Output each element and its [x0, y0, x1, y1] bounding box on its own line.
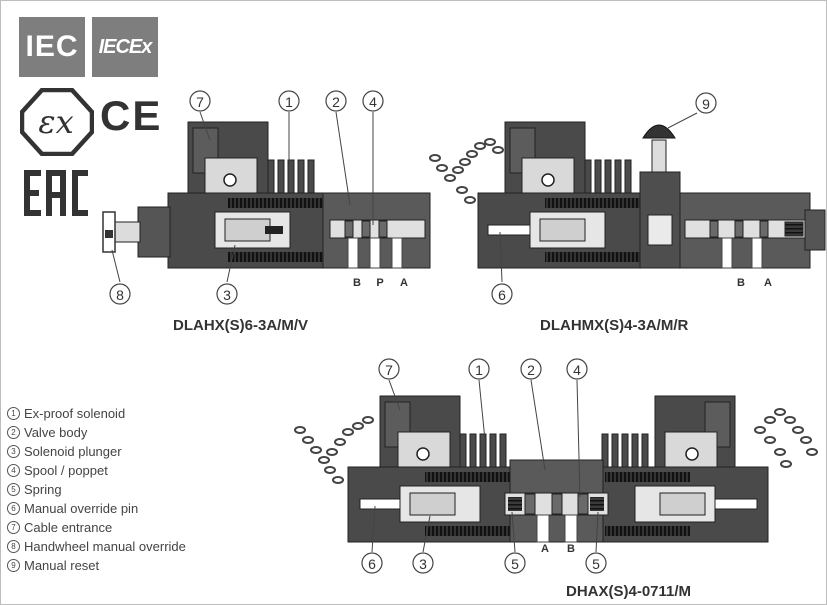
svg-text:1: 1	[285, 94, 293, 110]
legend-number: 6	[7, 502, 20, 515]
callout-2-valve-3: 2	[520, 358, 542, 380]
legend-item: 7 Cable entrance	[7, 518, 186, 537]
iecex-logo: IECEx	[92, 17, 158, 77]
callout-5-valve-3-right: 5	[585, 552, 607, 574]
iec-logo-text: IEC	[25, 30, 79, 63]
legend-item: 4 Spool / poppet	[7, 461, 186, 480]
legend-label: Manual reset	[24, 558, 100, 573]
eac-logo	[24, 170, 88, 216]
port-b-valve-1: B	[353, 277, 361, 289]
callout-3-valve-3: 3	[412, 552, 434, 574]
valve-2-title: DLAHMX(S)4-3A/M/R	[540, 317, 689, 334]
legend-item: 6 Manual override pin	[7, 499, 186, 518]
svg-text:εx: εx	[38, 103, 73, 141]
legend-number: 3	[7, 445, 20, 458]
callout-3-valve-1: 3	[216, 283, 238, 305]
legend-item: 1 Ex-proof solenoid	[7, 404, 186, 423]
callout-7-valve-1: 7	[189, 90, 211, 112]
callout-5-valve-3-left: 5	[504, 552, 526, 574]
callout-9-valve-2: 9	[695, 92, 717, 114]
valve-2-diagram	[429, 121, 826, 269]
svg-text:3: 3	[419, 556, 427, 572]
legend-label: Solenoid plunger	[24, 444, 122, 459]
svg-text:4: 4	[573, 362, 581, 378]
legend-number: 5	[7, 483, 20, 496]
svg-text:2: 2	[332, 94, 340, 110]
callout-8-valve-1: 8	[109, 283, 131, 305]
svg-text:5: 5	[511, 556, 519, 572]
svg-text:8: 8	[116, 287, 124, 303]
legend-number: 2	[7, 426, 20, 439]
callout-4-valve-3: 4	[566, 358, 588, 380]
legend-label: Spring	[24, 482, 62, 497]
legend-label: Spool / poppet	[24, 463, 108, 478]
legend-label: Valve body	[24, 425, 88, 440]
valve-3-right-chain	[754, 408, 818, 468]
callout-7-valve-3: 7	[378, 358, 400, 380]
svg-text:6: 6	[368, 556, 376, 572]
svg-text:5: 5	[592, 556, 600, 572]
svg-text:2: 2	[527, 362, 535, 378]
svg-text:4: 4	[369, 94, 377, 110]
ce-logo-text: CE	[100, 92, 163, 139]
svg-text:1: 1	[475, 362, 483, 378]
atex-ex-logo: εx	[20, 88, 94, 156]
parts-legend: 1 Ex-proof solenoid 2 Valve body 3 Solenoid…	[7, 404, 186, 575]
legend-item: 5 Spring	[7, 480, 186, 499]
port-b-valve-2: B	[737, 277, 745, 289]
callout-6-valve-2: 6	[491, 283, 513, 305]
legend-number: 8	[7, 540, 20, 553]
svg-text:6: 6	[498, 287, 506, 303]
port-a-valve-3: A	[541, 543, 549, 555]
valve-3-title: DHAX(S)4-0711/M	[566, 583, 692, 600]
legend-item: 9 Manual reset	[7, 556, 186, 575]
callout-6-valve-3: 6	[361, 552, 383, 574]
leader-lines	[111, 111, 698, 553]
port-a-valve-1: A	[400, 277, 408, 289]
callout-4-valve-1: 4	[362, 90, 384, 112]
legend-number: 7	[7, 521, 20, 534]
legend-label: Manual override pin	[24, 501, 139, 516]
legend-number: 4	[7, 464, 20, 477]
svg-text:3: 3	[223, 287, 231, 303]
legend-number: 9	[7, 559, 20, 572]
valve-3-diagram	[294, 395, 818, 543]
svg-text:7: 7	[196, 94, 204, 110]
legend-item: 8 Handwheel manual override	[7, 537, 186, 556]
valve-1-title: DLAHX(S)6-3A/M/V	[173, 317, 309, 334]
iecex-logo-text: IECEx	[98, 35, 153, 58]
ce-logo: CE	[100, 92, 162, 140]
valve-1-diagram	[102, 121, 431, 269]
callout-1-valve-3: 1	[468, 358, 490, 380]
legend-item: 2 Valve body	[7, 423, 186, 442]
legend-number: 1	[7, 407, 20, 420]
port-b-valve-3: B	[567, 543, 575, 555]
legend-label: Ex-proof solenoid	[24, 406, 126, 421]
callout-1-valve-1: 1	[278, 90, 300, 112]
svg-text:9: 9	[702, 96, 710, 112]
svg-text:7: 7	[385, 362, 393, 378]
port-p-valve-1: P	[376, 277, 383, 289]
legend-label: Handwheel manual override	[24, 539, 186, 554]
port-a-valve-2: A	[764, 277, 772, 289]
iec-logo: IEC	[19, 17, 85, 77]
callout-2-valve-1: 2	[325, 90, 347, 112]
legend-item: 3 Solenoid plunger	[7, 442, 186, 461]
legend-label: Cable entrance	[24, 520, 113, 535]
